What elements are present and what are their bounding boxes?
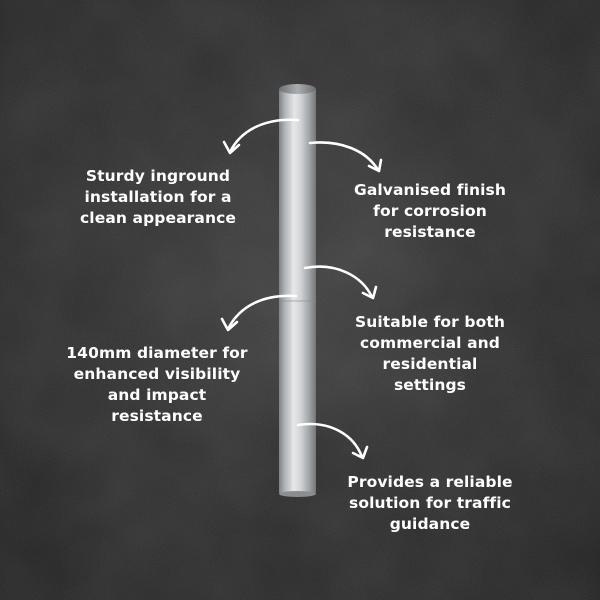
feature-140mm-diameter: 140mm diameter for enhanced visibility a… [66, 344, 248, 425]
curved-arrow-icon [220, 294, 298, 332]
bollard-body [279, 88, 316, 495]
curved-arrow-icon [296, 422, 369, 460]
bollard-cap [279, 84, 316, 94]
feature-inground-installation: Sturdy inground installation for a clean… [80, 167, 236, 227]
feature-commercial-residential: Suitable for both commercial and residen… [354, 313, 506, 394]
curved-arrow-icon [308, 141, 383, 173]
feature-traffic-guidance: Provides a reliable solution for traffic… [347, 473, 513, 533]
feature-galvanised-finish: Galvanised finish for corrosion resistan… [354, 181, 506, 241]
curved-arrow-icon [222, 118, 300, 155]
curved-arrow-icon [303, 265, 378, 300]
